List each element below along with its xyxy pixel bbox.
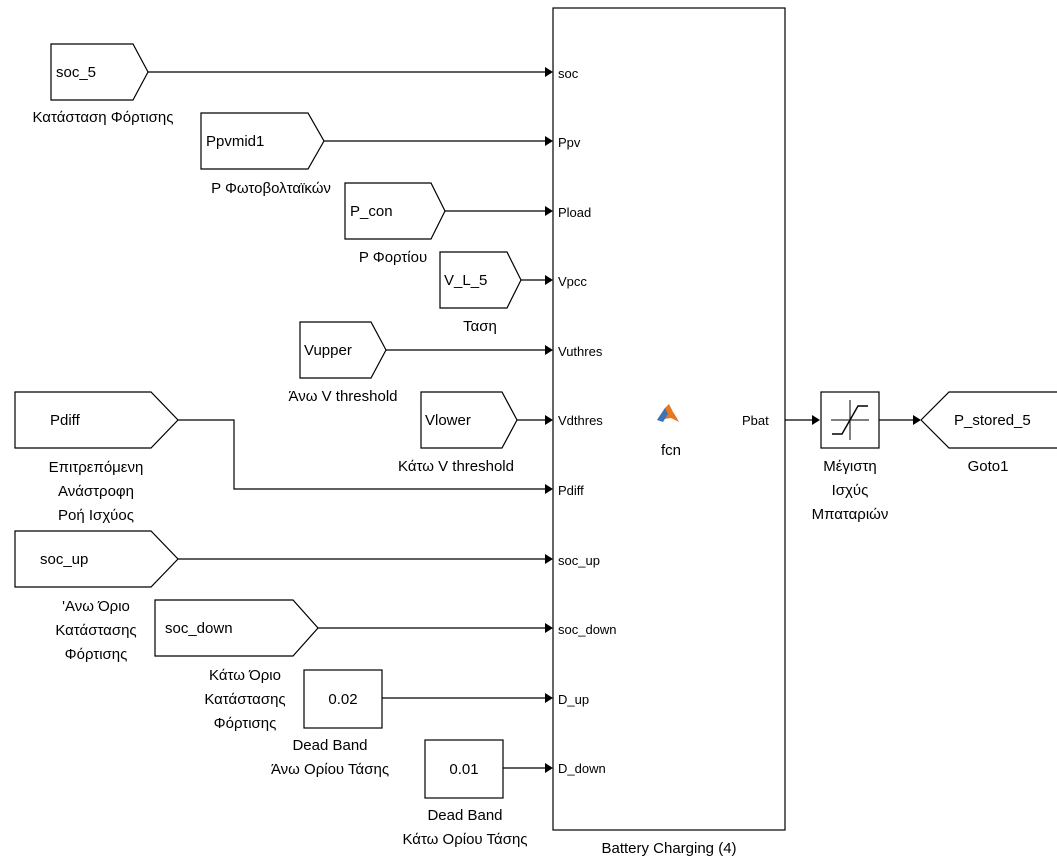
arrowhead bbox=[545, 415, 553, 425]
goto-tag: P_stored_5 bbox=[954, 412, 1031, 429]
source-label: Ανάστροφη bbox=[58, 483, 134, 500]
port-vdthres: Vdthres bbox=[558, 413, 603, 428]
constant-value: 0.02 bbox=[328, 691, 357, 708]
arrowhead bbox=[812, 415, 820, 425]
from-block-pdiff[interactable]: Pdiff bbox=[14, 391, 179, 449]
constant-block-d-up[interactable]: 0.02 bbox=[303, 669, 383, 729]
source-label: Επιτρεπόμενη bbox=[49, 459, 144, 476]
from-tag: soc_up bbox=[40, 551, 88, 568]
from-block-vlower[interactable]: Vlower bbox=[420, 391, 518, 449]
from-tag: soc_5 bbox=[56, 64, 96, 81]
arrowhead bbox=[545, 206, 553, 216]
arrowhead bbox=[545, 693, 553, 703]
port-soc-up: soc_up bbox=[558, 553, 600, 568]
source-label: Κατάστασης bbox=[55, 622, 136, 639]
signal-line bbox=[178, 419, 545, 490]
source-label: Κατάσταση Φόρτισης bbox=[32, 109, 173, 126]
port-pload: Pload bbox=[558, 205, 591, 220]
port-vpcc: Vpcc bbox=[558, 274, 587, 289]
saturation-label: Μπαταριών bbox=[812, 506, 889, 523]
arrowhead bbox=[545, 623, 553, 633]
arrowhead bbox=[545, 67, 553, 77]
from-tag: Ppvmid1 bbox=[206, 133, 264, 150]
goto-block[interactable]: P_stored_5 bbox=[920, 391, 1057, 449]
arrowhead bbox=[913, 415, 921, 425]
source-label: Κάτω V threshold bbox=[398, 458, 514, 475]
port-d-up: D_up bbox=[558, 692, 589, 707]
saturation-block[interactable] bbox=[820, 391, 880, 449]
source-label: Dead Band bbox=[427, 807, 502, 824]
port-pdiff: Pdiff bbox=[558, 483, 584, 498]
matlab-icon bbox=[657, 404, 679, 422]
from-block-p-con[interactable]: P_con bbox=[344, 182, 446, 240]
port-vuthres: Vuthres bbox=[558, 344, 603, 359]
from-block-ppvmid1[interactable]: Ppvmid1 bbox=[200, 112, 325, 170]
constant-block-d-down[interactable]: 0.01 bbox=[424, 739, 504, 799]
source-label: Κατάστασης bbox=[204, 691, 285, 708]
goto-label: Goto1 bbox=[968, 458, 1009, 475]
from-block-soc-5[interactable]: soc_5 bbox=[50, 43, 149, 101]
from-block-soc-up[interactable]: soc_up bbox=[14, 530, 179, 588]
saturation-icon bbox=[831, 400, 869, 440]
from-tag: Pdiff bbox=[50, 412, 81, 429]
source-label: Άνω Ορίου Τάσης bbox=[271, 761, 389, 778]
constant-value: 0.01 bbox=[449, 761, 478, 778]
function-block-body[interactable] bbox=[552, 7, 786, 831]
arrowhead bbox=[545, 763, 553, 773]
source-label: P Φορτίου bbox=[359, 249, 427, 266]
port-d-down: D_down bbox=[558, 761, 606, 776]
arrowhead bbox=[545, 136, 553, 146]
source-label: Άνω V threshold bbox=[289, 388, 398, 405]
from-tag: P_con bbox=[350, 203, 393, 220]
arrowhead bbox=[545, 554, 553, 564]
saturation-label: Μέγιστη bbox=[823, 458, 877, 475]
port-soc: soc bbox=[558, 66, 579, 81]
source-label: Φόρτισης bbox=[214, 715, 277, 732]
port-ppv: Ppv bbox=[558, 135, 581, 150]
from-block-vupper[interactable]: Vupper bbox=[299, 321, 387, 379]
from-block-v-l-5[interactable]: V_L_5 bbox=[439, 251, 522, 309]
source-label: Ροή Ισχύος bbox=[58, 507, 134, 524]
source-label: Ταση bbox=[463, 318, 497, 335]
function-label: fcn bbox=[661, 442, 681, 459]
port-pbat: Pbat bbox=[742, 413, 769, 428]
function-block[interactable]: fcn Battery Charging (4) soc Ppv Pload V… bbox=[552, 7, 786, 857]
source-label: Dead Band bbox=[292, 737, 367, 754]
arrowhead bbox=[545, 345, 553, 355]
from-tag: V_L_5 bbox=[444, 272, 487, 289]
from-tag: Vupper bbox=[304, 342, 352, 359]
arrowhead bbox=[545, 275, 553, 285]
source-label: Φόρτισης bbox=[65, 646, 128, 663]
port-soc-down: soc_down bbox=[558, 622, 617, 637]
from-tag: Vlower bbox=[425, 412, 471, 429]
source-label: P Φωτοβολταϊκών bbox=[211, 180, 331, 197]
saturation-label: Ισχύς bbox=[832, 482, 869, 499]
from-block-soc-down[interactable]: soc_down bbox=[154, 599, 319, 657]
source-label: 'Ανω Όριο bbox=[62, 598, 130, 615]
source-label: Κάτω Ορίου Τάσης bbox=[402, 831, 527, 848]
from-tag: soc_down bbox=[165, 620, 233, 637]
source-label: Κάτω Όριο bbox=[209, 667, 281, 684]
arrowhead bbox=[545, 484, 553, 494]
function-block-name: Battery Charging (4) bbox=[601, 840, 736, 857]
